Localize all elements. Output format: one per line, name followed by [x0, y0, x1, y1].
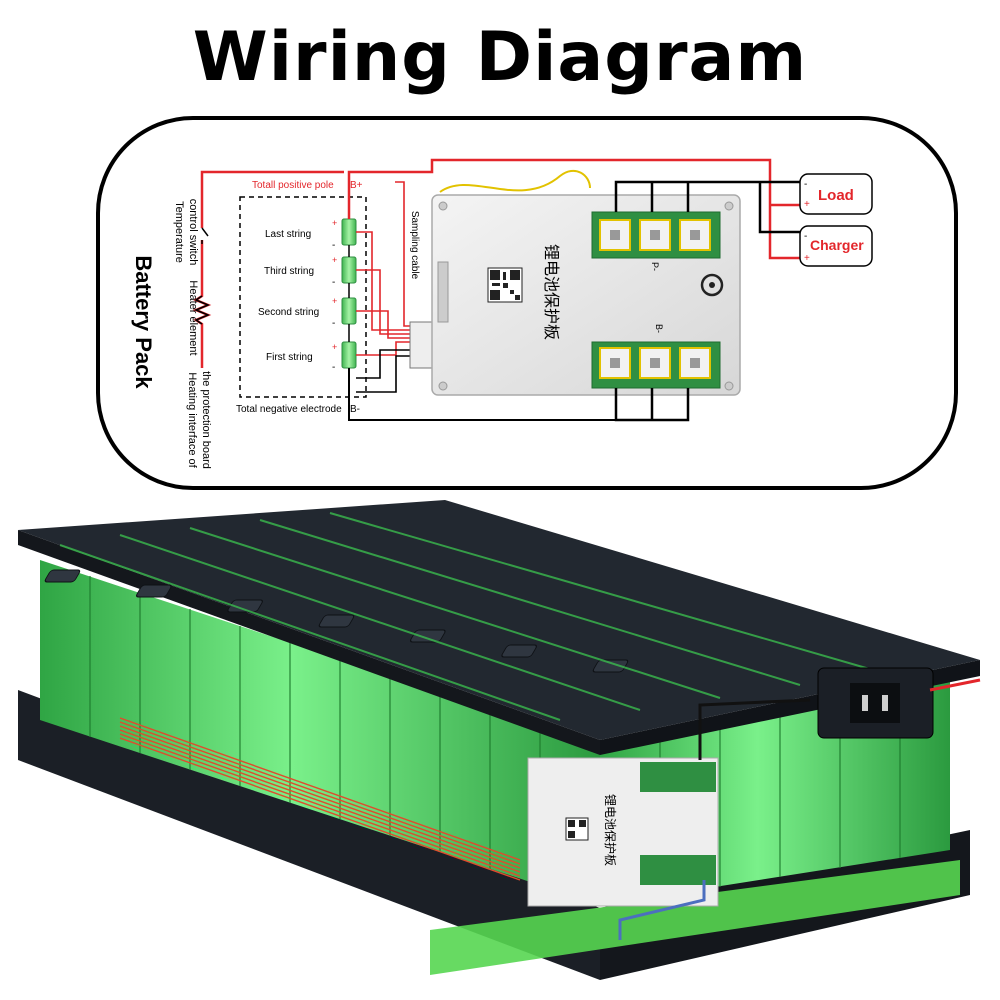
minus-sign: -: [332, 240, 335, 251]
b-minus-wires: [614, 388, 690, 422]
temperature-switch-icon: [201, 227, 209, 244]
charger-box: - + Charger: [799, 225, 873, 267]
temp-sensor-wire: [439, 169, 591, 193]
board-chinese-title: 锂电池保护板: [542, 244, 560, 340]
charger-minus: -: [804, 231, 807, 242]
cell-separators: [89, 576, 901, 896]
power-socket-icon: [817, 667, 934, 739]
plus-sign: +: [332, 296, 337, 306]
plus-sign: +: [332, 342, 337, 352]
load-label: Load: [818, 187, 854, 204]
cell: [341, 218, 357, 246]
b-minus-label: B-: [350, 404, 360, 415]
total-negative-label: Total negative electrode: [236, 404, 342, 415]
pack-sampling-wires: [119, 717, 521, 881]
plus-sign: +: [332, 255, 337, 265]
sampling-cables: [356, 181, 412, 356]
minus-sign: -: [332, 362, 335, 373]
top-holder: [18, 500, 980, 740]
screw-hole: [724, 201, 734, 211]
sampling-cable-neg: [356, 349, 412, 393]
heating-interface-label-1: Heating interface of: [186, 372, 198, 468]
top-cell-slots: [44, 569, 629, 673]
string-label: Last string: [265, 229, 311, 240]
screw-hole: [438, 381, 448, 391]
temp-switch-label-2: control switch: [187, 199, 199, 266]
charger-label: Charger: [810, 237, 864, 253]
cell: [341, 256, 357, 284]
cell: [341, 341, 357, 369]
screw-hole: [438, 201, 448, 211]
socket-black-wire: [698, 698, 811, 760]
bms-board: 锂电池保护板 P- B-: [431, 169, 741, 396]
sampling-connector: [409, 321, 433, 369]
green-base-strip: [430, 860, 960, 975]
blue-wire: [618, 880, 706, 940]
socket-red-wire: [929, 678, 981, 692]
pack-board-chinese-title: 锂电池保护板: [603, 794, 618, 866]
battery-strings-box: [239, 196, 367, 398]
load-minus: -: [804, 179, 807, 190]
pack-bms-board: 锂电池保护板: [527, 757, 719, 907]
board-b-minus-label: B-: [654, 324, 664, 333]
qr-code-icon: [487, 267, 523, 303]
charger-plus: +: [804, 253, 810, 264]
battery-pack-label: Battery Pack: [131, 255, 156, 389]
heater-resistor-icon: [194, 295, 210, 325]
screw-hole: [724, 381, 734, 391]
string-label: First string: [266, 352, 313, 363]
page-title: Wiring Diagram: [192, 18, 808, 97]
p-minus-label: P-: [650, 262, 660, 271]
load-plus: +: [804, 199, 810, 210]
minus-sign: -: [332, 277, 335, 288]
plus-sign: +: [332, 218, 337, 228]
total-positive-label: Totall positive pole: [252, 180, 334, 191]
brand-logo-icon: [700, 273, 724, 297]
string-label: Second string: [258, 307, 319, 318]
minus-sign: -: [332, 318, 335, 329]
temp-switch-label-1: Temperature: [173, 201, 185, 263]
green-glow-lines: [59, 512, 881, 721]
cell: [341, 297, 357, 325]
positive-main-wire: [347, 158, 800, 260]
heating-interface-label-2: the protection board: [200, 371, 212, 469]
load-box: - + Load: [799, 173, 873, 215]
battery-pack-illustration: 锂电池保护板: [18, 500, 981, 980]
heater-label: Heater element: [187, 280, 199, 355]
p-minus-wires: [614, 180, 800, 234]
string-label: Third string: [264, 266, 314, 277]
sampling-cable-label: Sampling cable: [409, 211, 420, 280]
bottom-tray: [18, 690, 600, 980]
b-plus-label: B+: [350, 180, 363, 191]
cells-side-face: [40, 560, 600, 905]
pack-qr-code-icon: [565, 817, 589, 841]
